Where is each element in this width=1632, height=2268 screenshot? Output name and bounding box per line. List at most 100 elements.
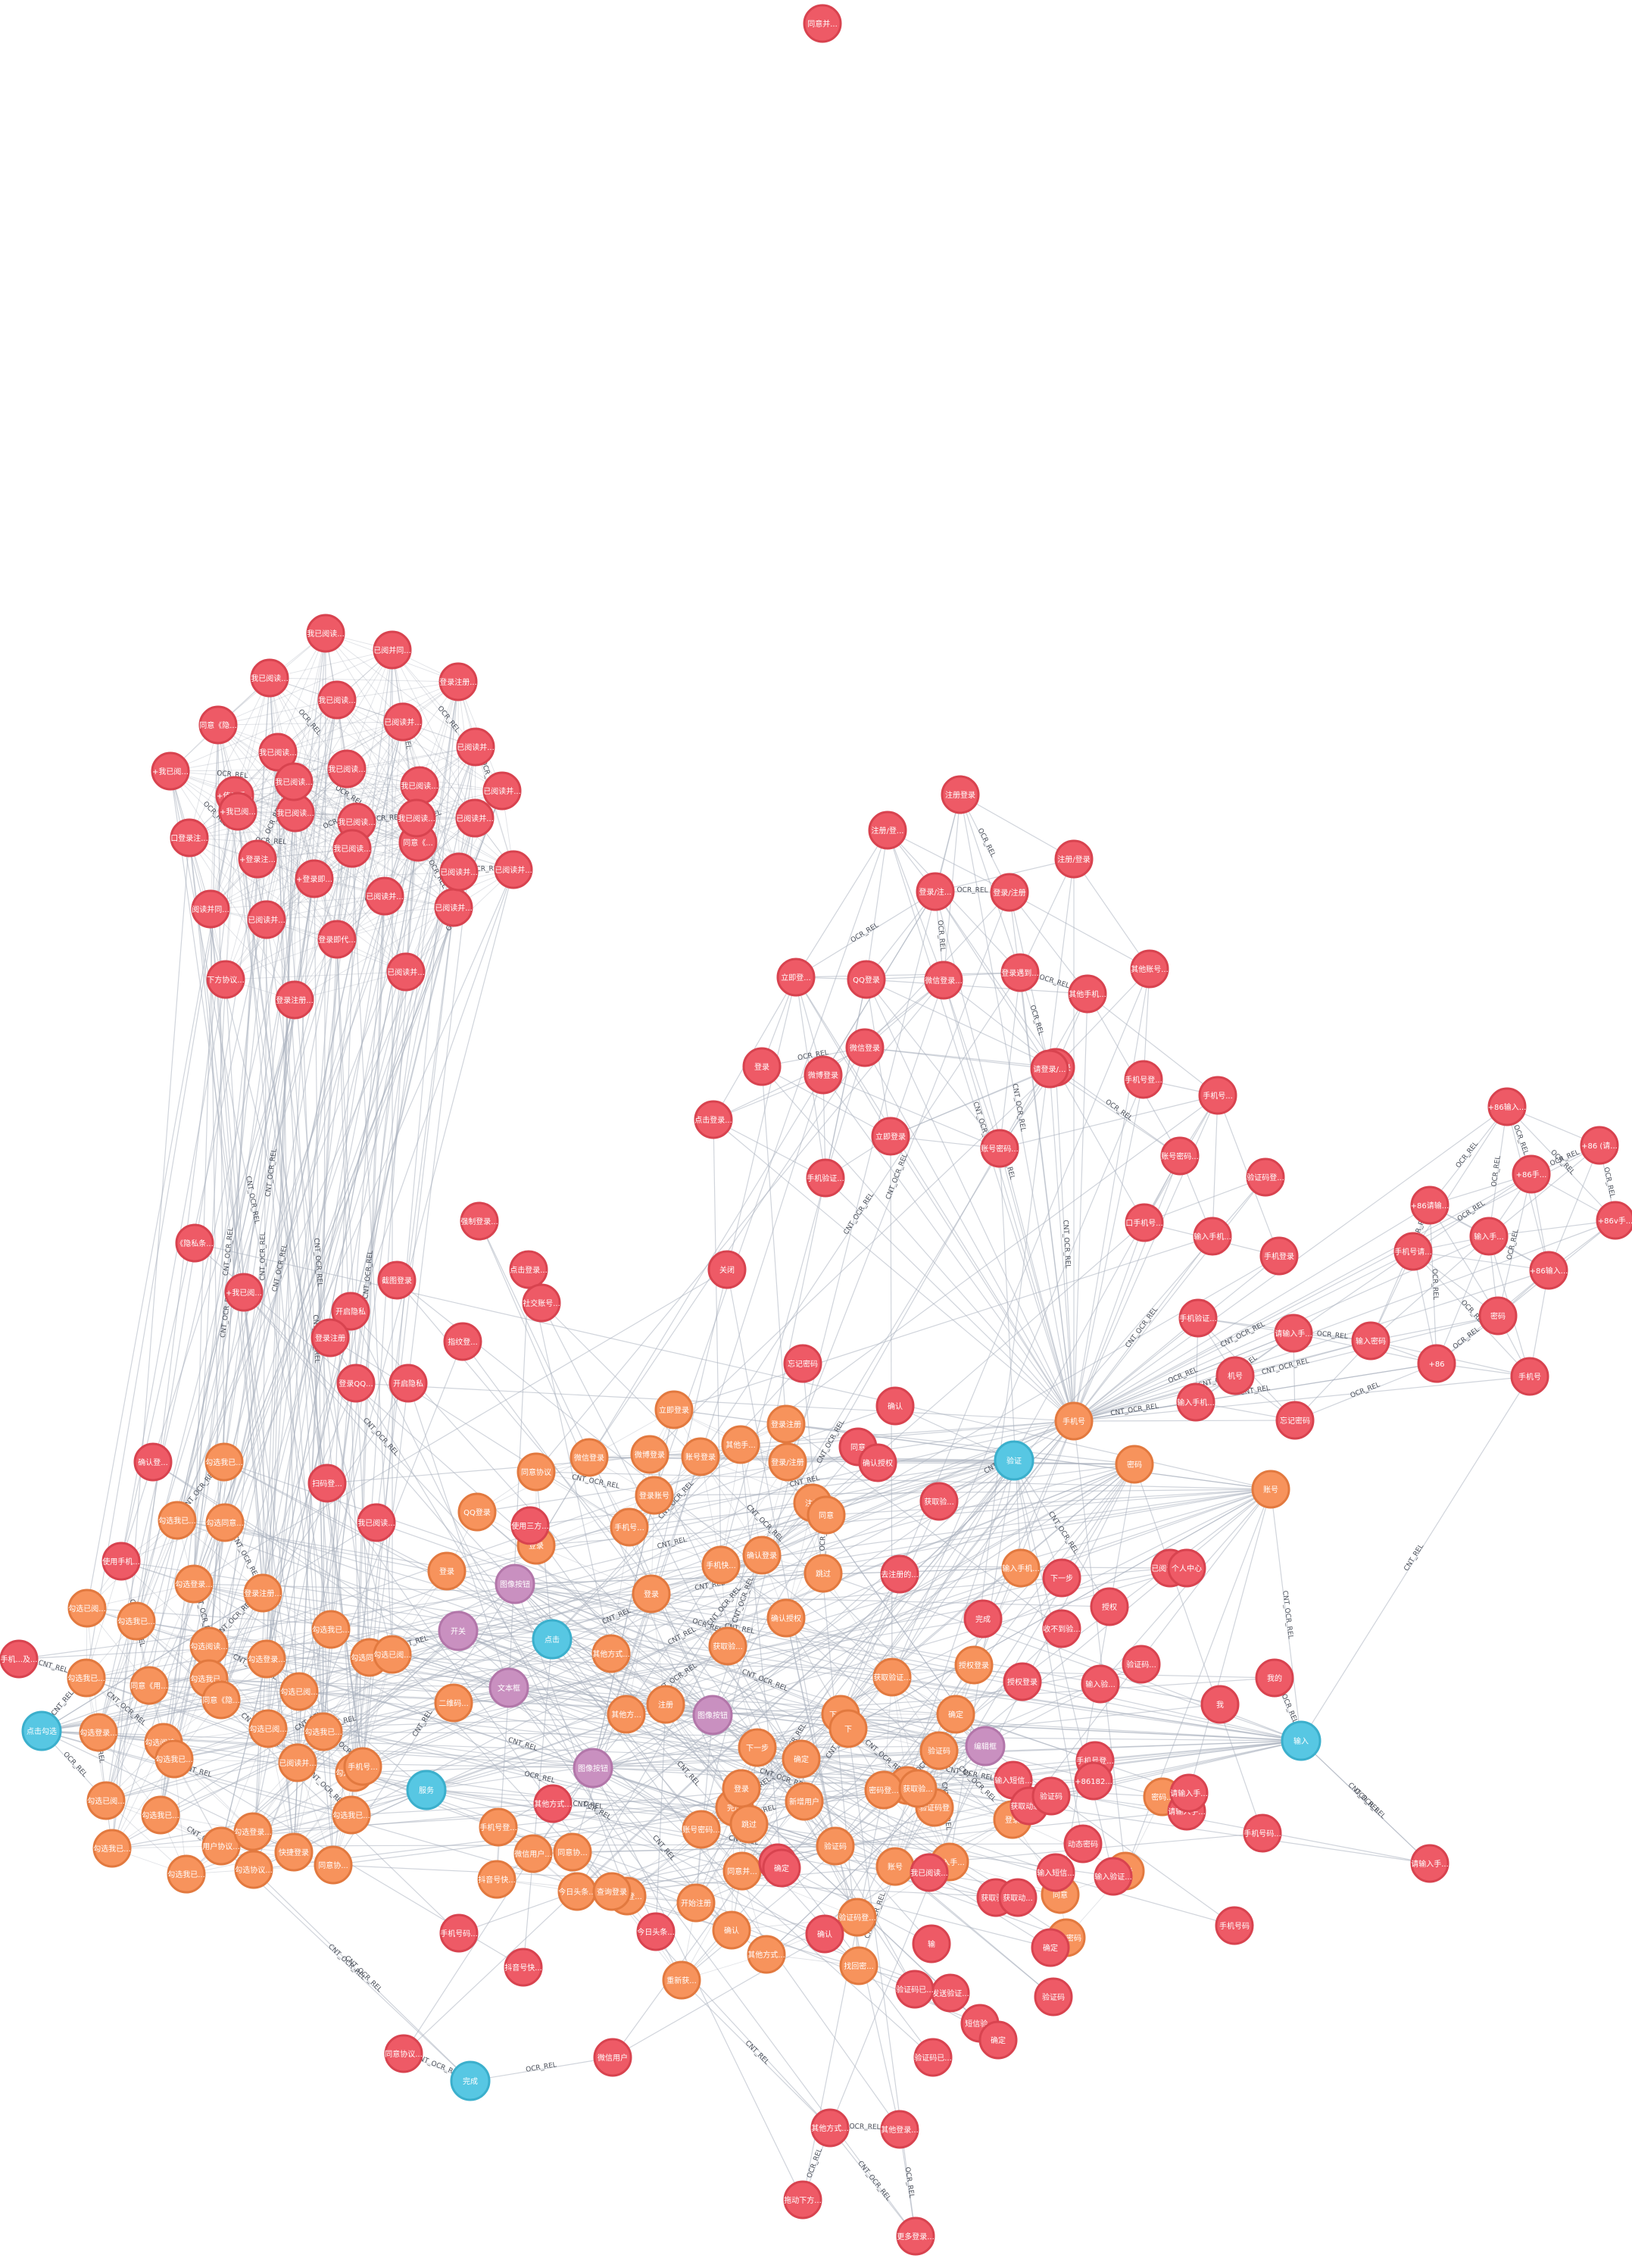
graph-node-r_67[interactable]: 确定 bbox=[762, 1848, 801, 1888]
graph-node-c2_26[interactable]: 输入手机... bbox=[1193, 1217, 1232, 1256]
graph-node-m_100[interactable]: 查询登录 bbox=[592, 1872, 632, 1911]
graph-node-c1_35[interactable]: 我已阅读... bbox=[332, 829, 372, 868]
graph-node-c2_18[interactable]: 手机号登... bbox=[1124, 1060, 1163, 1099]
graph-node-c2_25[interactable]: 口手机号... bbox=[1125, 1203, 1164, 1242]
graph-node-m_55[interactable]: 确认登录 bbox=[742, 1535, 782, 1575]
graph-node-r_48[interactable]: 发送验证... bbox=[931, 1973, 970, 2013]
graph-node-c1_06[interactable]: 同意《隐... bbox=[198, 705, 238, 745]
graph-node-r_23[interactable]: 去注册的... bbox=[880, 1554, 919, 1594]
graph-node-r_58[interactable]: 其他登录... bbox=[880, 2110, 919, 2149]
graph-node-r_61[interactable]: 抖音号快... bbox=[504, 1948, 543, 1987]
graph-node-c1_15[interactable]: +我已阅... bbox=[218, 792, 257, 831]
graph-node-r_52[interactable]: 我已阅读... bbox=[910, 1853, 949, 1892]
graph-node-m_04[interactable]: 使用手机... bbox=[101, 1542, 141, 1581]
graph-node-m_80[interactable]: 跳过 bbox=[729, 1804, 769, 1844]
graph-node-r_26[interactable]: 完成 bbox=[963, 1599, 1003, 1639]
graph-node-r_66[interactable]: 其他方式... bbox=[533, 1784, 573, 1823]
graph-node-m_70[interactable]: 抖音号快... bbox=[477, 1860, 516, 1899]
graph-node-c3_13[interactable]: 手机号 bbox=[1510, 1357, 1549, 1396]
graph-node-m_18[interactable]: 勾选已阅... bbox=[248, 1709, 288, 1748]
graph-node-c1_30[interactable]: 已阅读并... bbox=[386, 952, 426, 992]
graph-node-r_32[interactable]: 验证码... bbox=[1122, 1645, 1161, 1684]
graph-node-c2_07[interactable]: 立即登... bbox=[776, 957, 816, 997]
graph-node-m_60[interactable]: 其他方... bbox=[607, 1695, 646, 1734]
graph-node-h_phone[interactable]: 手机号 bbox=[1054, 1401, 1094, 1441]
graph-node-r_71[interactable]: 手机号码 bbox=[1215, 1906, 1254, 1945]
graph-node-m_14[interactable]: 同意《隐... bbox=[201, 1680, 241, 1720]
graph-node-r_06[interactable]: 截图登录 bbox=[377, 1261, 417, 1300]
graph-node-c2_04[interactable]: 登录/注... bbox=[916, 872, 955, 911]
graph-node-m_72[interactable]: 今日头条... bbox=[557, 1872, 597, 1911]
graph-node-c1_20[interactable]: +登录注... bbox=[238, 839, 277, 879]
graph-node-r_01[interactable]: 手机...及... bbox=[0, 1639, 39, 1679]
graph-node-m_28[interactable]: 勾选我已... bbox=[92, 1829, 132, 1868]
graph-node-r_70[interactable]: 手机号码... bbox=[1243, 1813, 1282, 1853]
graph-node-c1_13[interactable]: 我已阅读... bbox=[400, 766, 439, 805]
graph-node-c2_23[interactable]: 点击登录... bbox=[694, 1100, 733, 1139]
graph-node-r_43[interactable]: 输入短信... bbox=[1036, 1853, 1075, 1892]
graph-node-c1_01[interactable]: 我已阅读... bbox=[306, 614, 345, 653]
graph-node-m_48[interactable]: 手机快... bbox=[701, 1545, 741, 1585]
graph-node-m_68[interactable]: 输入手机... bbox=[1001, 1548, 1041, 1588]
graph-node-c2_03[interactable]: 注册/登录 bbox=[1054, 839, 1094, 879]
graph-node-m_61[interactable]: 注册 bbox=[646, 1685, 685, 1724]
graph-node-r_47[interactable]: 确定 bbox=[1031, 1928, 1070, 1967]
graph-node-r_64[interactable]: 今日头条... bbox=[636, 1912, 676, 1951]
graph-node-h_textbox[interactable]: 文本框 bbox=[488, 1667, 529, 1708]
graph-node-r_42[interactable]: +86182... bbox=[1074, 1761, 1113, 1801]
graph-node-m_08[interactable]: 勾选我已... bbox=[117, 1601, 156, 1641]
graph-node-r_27[interactable]: 收不到验... bbox=[1042, 1609, 1081, 1648]
graph-node-m_59[interactable]: 其他方式... bbox=[591, 1634, 631, 1673]
graph-node-c2_20[interactable]: 账号密码... bbox=[980, 1129, 1019, 1168]
graph-node-c2_14[interactable]: 微博登录 bbox=[804, 1055, 843, 1095]
graph-node-r_68[interactable]: 确认 bbox=[805, 1914, 844, 1954]
graph-node-m_05[interactable]: 勾选登录... bbox=[174, 1564, 214, 1604]
graph-node-r_63[interactable]: 微信用户 bbox=[593, 2038, 632, 2077]
graph-node-m_67[interactable]: 获取验证... bbox=[872, 1657, 912, 1697]
graph-node-m_56[interactable]: 手机号... bbox=[610, 1507, 649, 1547]
graph-node-r_30[interactable]: 个人中心 bbox=[1167, 1548, 1206, 1588]
graph-node-c1_17[interactable]: 已阅读并... bbox=[455, 798, 495, 838]
graph-node-h_acct[interactable]: 账号 bbox=[1251, 1470, 1290, 1509]
graph-node-c3_01[interactable]: +86输入... bbox=[1487, 1087, 1527, 1126]
graph-node-c1_21[interactable]: +登录即... bbox=[295, 859, 334, 898]
graph-node-c3_06[interactable]: +86v手... bbox=[1596, 1201, 1632, 1240]
graph-node-c2_05[interactable]: 登录/注册 bbox=[990, 873, 1029, 912]
graph-node-c1_28[interactable]: 已阅读并... bbox=[365, 876, 404, 916]
graph-node-c2_08[interactable]: QQ登录 bbox=[847, 960, 886, 999]
graph-node-r_69[interactable]: 请输入手... bbox=[1410, 1844, 1449, 1883]
graph-node-r_09[interactable]: 点击登录... bbox=[509, 1250, 548, 1289]
graph-node-m_27[interactable]: 勾选协议... bbox=[234, 1850, 273, 1889]
graph-node-r_56[interactable]: 确定 bbox=[978, 2020, 1018, 2060]
graph-node-c2_22[interactable]: 验证码登... bbox=[1246, 1157, 1285, 1197]
graph-node-m_06[interactable]: 登录注册... bbox=[243, 1573, 282, 1613]
graph-node-r_24[interactable]: 下一步 bbox=[1042, 1558, 1081, 1598]
graph-node-m_34[interactable]: 同意协... bbox=[314, 1845, 353, 1885]
graph-node-m_39[interactable]: QQ登录 bbox=[457, 1492, 497, 1532]
graph-node-r_46[interactable]: 获取动... bbox=[998, 1878, 1038, 1917]
graph-node-m_57[interactable]: 登录 bbox=[632, 1574, 671, 1614]
graph-node-c1_26[interactable]: 已阅读并... bbox=[434, 888, 473, 927]
graph-node-c2_27[interactable]: 手机登录 bbox=[1259, 1236, 1299, 1276]
graph-node-m_91[interactable]: 密码登... bbox=[864, 1770, 903, 1810]
graph-node-c1_31[interactable]: 下方协议... bbox=[206, 960, 245, 999]
graph-node-h_done[interactable]: 完成 bbox=[450, 2060, 491, 2101]
graph-node-m_90[interactable]: 新增用户 bbox=[785, 1782, 824, 1821]
graph-node-r_18[interactable]: 忘记密码 bbox=[783, 1344, 822, 1383]
graph-node-c3_07[interactable]: 手机号请... bbox=[1393, 1232, 1433, 1271]
graph-node-m_45[interactable]: 账号登录 bbox=[681, 1437, 720, 1476]
graph-node-r_14[interactable]: 扫码登... bbox=[307, 1464, 347, 1503]
graph-node-m_03[interactable]: 勾选同意... bbox=[205, 1503, 245, 1542]
graph-node-m_09[interactable]: 勾选阅读... bbox=[189, 1626, 229, 1666]
graph-node-m_66[interactable]: 下 bbox=[828, 1709, 868, 1748]
graph-node-m_23[interactable]: 勾选已阅... bbox=[86, 1781, 126, 1820]
graph-node-m_86[interactable]: 账号 bbox=[875, 1847, 915, 1886]
graph-node-c1_24[interactable]: 已阅读并... bbox=[247, 900, 286, 939]
graph-node-m_26[interactable]: 勾选登录... bbox=[233, 1812, 273, 1851]
graph-node-c2_16[interactable]: 立即登录 bbox=[871, 1117, 910, 1156]
graph-node-m_22[interactable]: 已阅读并... bbox=[278, 1743, 317, 1782]
graph-node-r_17[interactable]: 关闭 bbox=[707, 1250, 747, 1289]
graph-node-c3_04[interactable]: +86手... bbox=[1512, 1154, 1551, 1194]
graph-node-n_top[interactable]: 同意并... bbox=[803, 4, 842, 43]
graph-node-m_07[interactable]: 勾选已阅... bbox=[67, 1589, 107, 1628]
